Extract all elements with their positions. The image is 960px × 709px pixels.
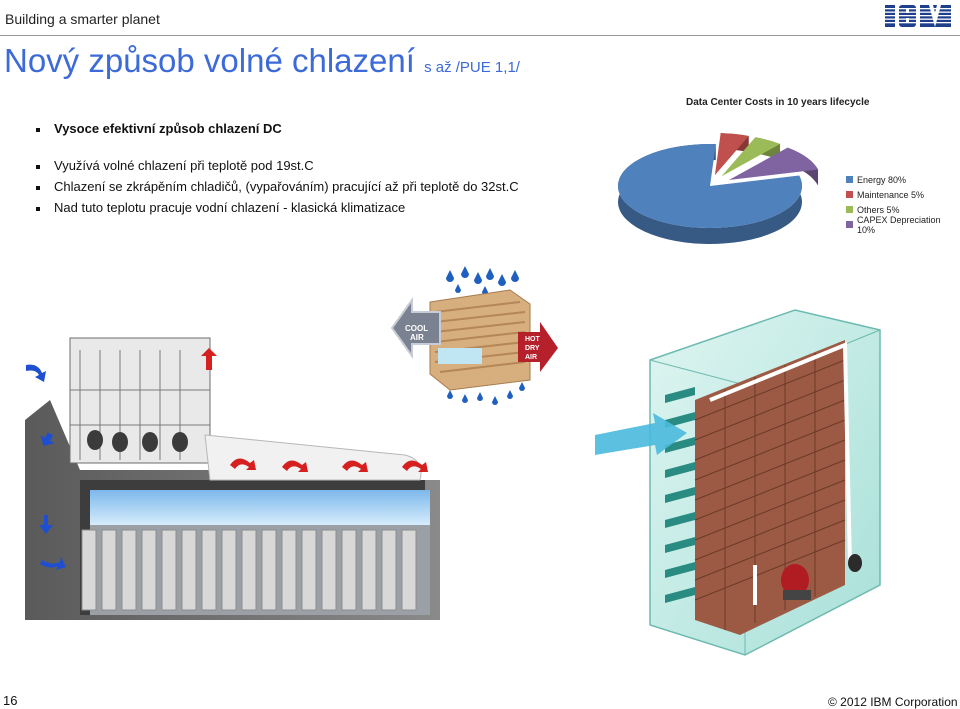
legend-label: Others 5%	[857, 204, 900, 215]
bullet-square	[36, 185, 40, 190]
header-divider	[0, 35, 960, 36]
legend-item: Maintenance 5%	[846, 187, 960, 202]
legend-label: Energy 80%	[857, 174, 907, 185]
slide-subtitle: s až /PUE 1,1/	[424, 59, 520, 76]
legend-swatch	[846, 176, 853, 183]
bullet-square	[36, 164, 40, 169]
bullet-square	[36, 206, 40, 211]
bullet-square	[36, 127, 40, 132]
legend-label: Maintenance 5%	[857, 189, 925, 200]
legend-item: Energy 80%	[846, 172, 960, 187]
legend-swatch	[846, 191, 853, 198]
hot-air-label-1: HOT	[525, 336, 541, 343]
legend-swatch	[846, 206, 853, 213]
pie-slice	[728, 147, 819, 180]
pie-slice	[618, 144, 802, 228]
main-bullet: Vysoce efektivní způsob chlazení DC	[36, 121, 282, 136]
bullet-text: Nad tuto teplotu pracuje vodní chlazení …	[54, 200, 406, 215]
hot-air-label-3: AIR	[525, 354, 537, 361]
legend-swatch	[846, 221, 853, 228]
cooling-cabinet-illustration	[595, 309, 881, 656]
cool-air-label-2: AIR	[410, 333, 424, 342]
bullet-text: Chlazení se zkrápěním chladičů, (vypařov…	[54, 179, 519, 194]
pie-slice	[721, 137, 781, 177]
chart-title: Data Center Costs in 10 years lifecycle	[686, 97, 870, 108]
copyright: © 2012 IBM Corporation	[828, 695, 958, 709]
cool-air-label-1: COOL	[405, 324, 428, 333]
legend-item: CAPEX Depreciation 10%	[846, 214, 960, 235]
header-brand-text: Building a smarter planet	[5, 11, 160, 27]
bullet-item: Chlazení se zkrápěním chladičů, (vypařov…	[36, 179, 519, 200]
bullet-item: Nad tuto teplotu pracuje vodní chlazení …	[36, 200, 519, 221]
legend-label: CAPEX Depreciation 10%	[856, 214, 941, 235]
bullet-item: Využívá volné chlazení při teplotě pod 1…	[36, 158, 519, 179]
hot-air-label-2: DRY	[525, 345, 540, 352]
pie-chart	[618, 133, 819, 244]
page-number: 16	[3, 693, 18, 708]
main-bullet-text: Vysoce efektivní způsob chlazení DC	[54, 121, 282, 136]
ibm-logo	[884, 5, 952, 27]
evaporative-pad-illustration: COOL AIR HOT DRY AIR	[390, 266, 558, 405]
datacenter-cutaway-illustration	[25, 337, 440, 620]
chart-legend: Energy 80% Maintenance 5% Others 5% CAPE…	[846, 172, 960, 235]
slide-title-main: Nový způsob volné chlazení	[4, 42, 415, 79]
bullet-text: Využívá volné chlazení při teplotě pod 1…	[54, 158, 314, 173]
pie-slice	[714, 133, 749, 176]
legend-item: Others 5%	[846, 202, 960, 217]
slide-title: Nový způsob volné chlazení s až /PUE 1,1…	[4, 42, 520, 80]
bullet-list: Využívá volné chlazení při teplotě pod 1…	[36, 158, 519, 221]
